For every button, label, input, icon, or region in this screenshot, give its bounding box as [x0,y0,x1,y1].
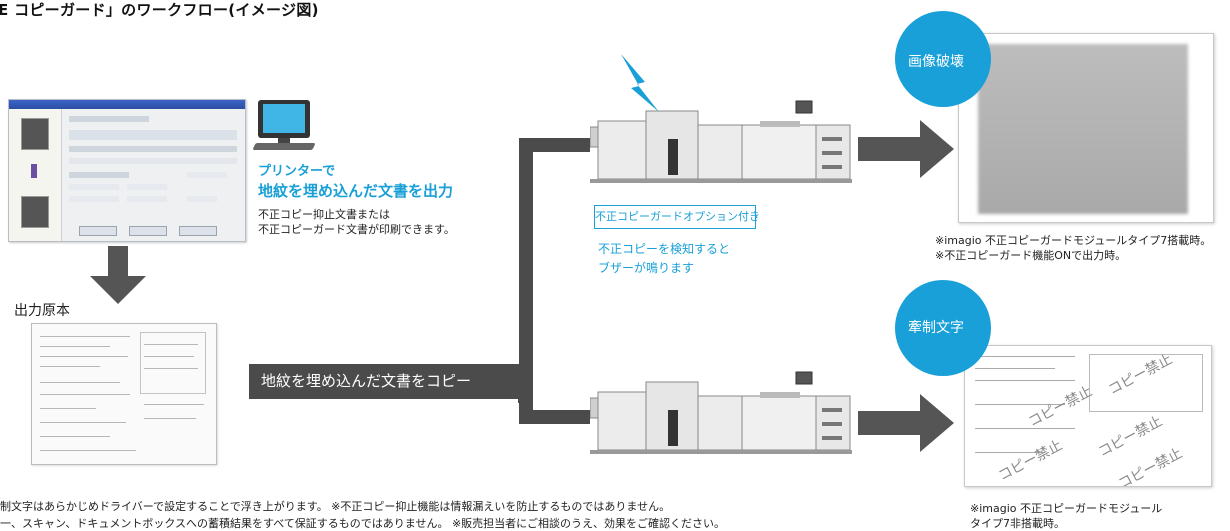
screenshot-row [69,116,149,122]
screenshot-row [127,196,167,202]
copier-machine-top [590,100,852,183]
restrain-note: ※imagio 不正コピーガードモジュール [970,502,1163,515]
restrain-label-circle [895,280,991,376]
screenshot-button [179,226,217,236]
screenshot-row [69,146,237,152]
right-arrow-icon [858,394,954,452]
pc-screen [263,104,305,133]
destroy-label-circle [895,11,991,107]
screenshot-icon [31,164,37,178]
screenshot-button [79,226,117,236]
destroy-label: 画像破壊 [908,54,964,70]
destroy-note: ※imagio 不正コピーガードモジュールタイプ7搭載時。 [935,234,1212,247]
alarm-lightning-icon [621,54,659,112]
document-thumbnail [21,118,49,150]
down-arrow-icon [90,246,146,304]
destroyed-image [978,44,1188,214]
printer-heading: プリンターで [258,164,336,179]
restrain-label: 牽制文字 [908,320,964,336]
option-badge: 不正コピーガードオプション付き [594,205,760,229]
window-titlebar [9,100,245,109]
copier-machine-bottom [590,371,852,454]
output-original-document [31,323,217,465]
result-watermarked-page: コピー禁止 コピー禁止 コピー禁止 コピー禁止 コピー禁止 [964,345,1212,487]
output-original-label: 出力原本 [14,303,70,319]
driver-screenshot [8,99,246,242]
flow-connector [518,138,590,424]
screenshot-row [69,172,129,178]
screenshot-row [187,196,217,202]
copy-document-banner: 地紋を埋め込んだ文書をコピー [249,364,519,399]
restrain-note: タイプ7非搭載時。 [970,517,1065,530]
screenshot-row [69,196,119,202]
screenshot-row [69,184,119,190]
document-thumbnail [21,196,49,228]
footer-note: 一、スキャン、ドキュメントボックスへの蓄積結果をすべて保証するものではありません… [0,517,725,530]
pc-keyboard-icon [252,143,316,150]
printer-description: 不正コピーガード文書が印刷できます。 [258,223,455,236]
screenshot-row [127,184,167,190]
printer-heading-main: 地紋を埋め込んだ文書を出力 [258,182,454,200]
pc-stand [278,138,290,143]
watermark-text: コピー禁止 [1025,383,1096,431]
destroy-note: ※不正コピーガード機能ONで出力時。 [935,249,1127,262]
detect-note: ブザーが鳴ります [598,261,695,275]
screenshot-button [129,226,167,236]
right-arrow-icon [858,120,954,178]
watermark-text: コピー禁止 [995,437,1066,485]
screenshot-row [69,130,237,140]
screenshot-row [187,172,227,178]
footer-note: 制文字はあらかじめドライバーで設定することで浮き上がります。 ※不正コピー抑止機… [0,500,671,513]
screenshot-row [69,158,237,164]
detect-note: 不正コピーを検知すると [598,242,731,256]
printer-description: 不正コピー抑止文書または [258,208,390,221]
diagram-title: E コピーガード」のワークフロー(イメージ図) [0,1,319,19]
